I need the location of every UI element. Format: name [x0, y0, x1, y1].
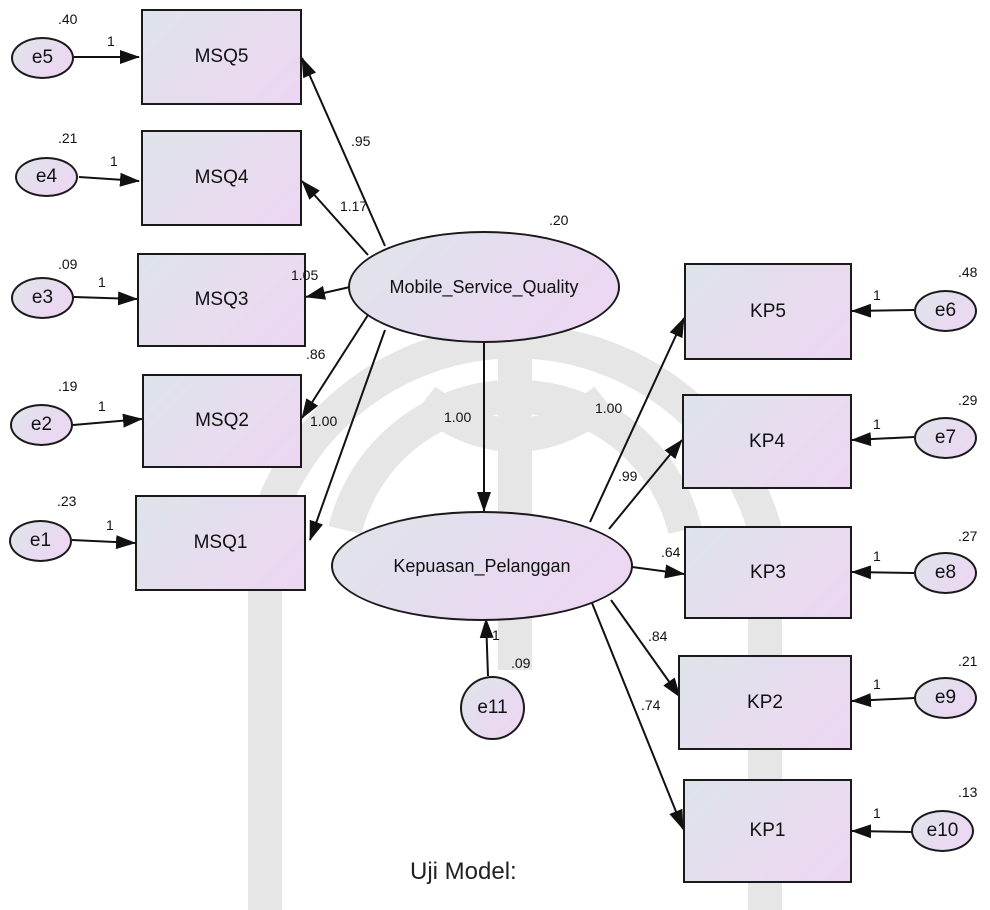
- e6-variance-label: .48: [958, 264, 978, 280]
- arrow-e6-kp5: [851, 303, 915, 318]
- e5-variance-label: .40: [58, 11, 78, 27]
- structural-path-label: 1.00: [444, 409, 472, 425]
- e3-weight-label: 1: [98, 274, 106, 290]
- arrow-kp-kp5: [589, 317, 685, 523]
- e8-ellipse: e8: [914, 552, 977, 594]
- e4-variance-label: .21: [58, 130, 78, 146]
- e2-weight-label: 1: [98, 398, 106, 414]
- e5-ellipse: e5: [11, 37, 74, 79]
- kp1-loading-label: .74: [641, 697, 661, 713]
- kp4-box: KP4: [682, 394, 852, 489]
- e11-variance-label: .09: [511, 655, 531, 671]
- msq1-loading-label: 1.00: [310, 413, 338, 429]
- e1-variance-label: .23: [57, 493, 77, 509]
- arrow-e11-kp: [479, 618, 494, 677]
- arrow-kp-kp2: [610, 599, 681, 698]
- e10-ellipse: e10: [911, 810, 974, 852]
- msq2-loading-label: .86: [306, 346, 326, 362]
- arrow-e2-msq2: [72, 413, 143, 428]
- msq1-box: MSQ1: [135, 495, 306, 591]
- e5-weight-label: 1: [107, 33, 115, 49]
- e1-ellipse: e1: [9, 520, 72, 562]
- msq4-loading-label: 1.17: [340, 198, 368, 214]
- e9-weight-label: 1: [873, 676, 881, 692]
- msq2-box: MSQ2: [142, 374, 302, 468]
- msq4-box: MSQ4: [141, 130, 302, 226]
- kepuasan-pelanggan-ellipse: Kepuasan_Pelanggan: [331, 511, 633, 621]
- arrow-kp-kp4: [608, 439, 683, 530]
- e11-ellipse: e11: [460, 676, 525, 740]
- kp3-box: KP3: [684, 526, 852, 619]
- kp5-box: KP5: [684, 263, 852, 360]
- arrow-e9-kp2: [851, 693, 915, 708]
- kp4-loading-label: .99: [618, 468, 638, 484]
- e2-variance-label: .19: [58, 378, 78, 394]
- e2-ellipse: e2: [10, 404, 73, 446]
- e6-ellipse: e6: [914, 290, 977, 332]
- e11-weight-label: 1: [492, 627, 500, 643]
- e10-variance-label: .13: [958, 784, 978, 800]
- kp3-loading-label: .64: [661, 544, 681, 560]
- e3-ellipse: e3: [11, 277, 74, 319]
- path-arrows: [71, 50, 915, 839]
- e8-variance-label: .27: [958, 528, 978, 544]
- arrow-msq-msq4: [301, 180, 369, 256]
- e10-weight-label: 1: [873, 805, 881, 821]
- arrow-e7-kp4: [851, 432, 915, 447]
- kp2-loading-label: .84: [648, 628, 668, 644]
- arrow-e3-msq3: [73, 291, 138, 306]
- e8-weight-label: 1: [873, 548, 881, 564]
- caption: Uji Model:: [410, 858, 517, 885]
- arrow-kp-kp1: [591, 602, 684, 830]
- e7-ellipse: e7: [914, 417, 977, 459]
- e9-variance-label: .21: [958, 653, 978, 669]
- kp1-box: KP1: [683, 779, 852, 883]
- arrow-kp-kp3: [631, 564, 685, 579]
- arrow-e10-kp1: [851, 824, 915, 839]
- msq3-box: MSQ3: [137, 253, 306, 347]
- e4-weight-label: 1: [110, 153, 118, 169]
- msq5-loading-label: .95: [351, 133, 371, 149]
- arrow-msq-msq3: [305, 285, 351, 300]
- arrow-e4-msq4: [78, 172, 140, 187]
- kp5-loading-label: 1.00: [595, 400, 623, 416]
- e3-variance-label: .09: [58, 256, 78, 272]
- e4-ellipse: e4: [15, 157, 78, 197]
- arrow-e1-msq1: [71, 535, 136, 550]
- msq3-loading-label: 1.05: [291, 267, 319, 283]
- e9-ellipse: e9: [914, 677, 977, 719]
- arrow-msq-msq5: [301, 57, 386, 247]
- e7-variance-label: .29: [958, 392, 978, 408]
- kp2-box: KP2: [678, 655, 852, 750]
- arrow-e8-kp3: [851, 565, 915, 580]
- e7-weight-label: 1: [873, 416, 881, 432]
- msq-variance-label: .20: [549, 212, 569, 228]
- e6-weight-label: 1: [873, 287, 881, 303]
- e1-weight-label: 1: [106, 517, 114, 533]
- arrow-msq-msq1: [309, 329, 386, 541]
- mobile-service-quality-ellipse: Mobile_Service_Quality: [348, 231, 620, 343]
- sem-path-diagram: MSQ5 MSQ4 MSQ3 MSQ2 MSQ1 e5 e4 e3 e2 e1 …: [9, 9, 978, 910]
- msq5-box: MSQ5: [141, 9, 302, 105]
- arrow-msq-msq2: [301, 314, 369, 419]
